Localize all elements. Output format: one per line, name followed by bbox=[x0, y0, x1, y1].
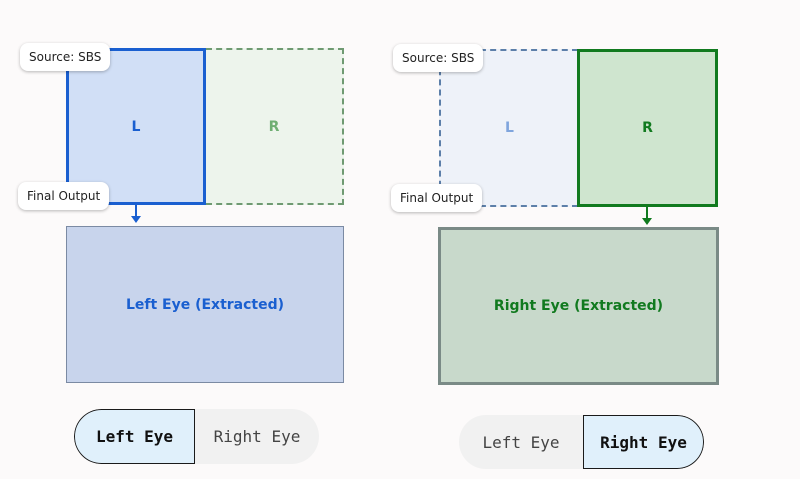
right-eye-toggle: Left Eye Right Eye bbox=[459, 415, 704, 469]
right-panel-output-label: Right Eye (Extracted) bbox=[493, 298, 664, 314]
left-eye-toggle: Left Eye Right Eye bbox=[74, 409, 319, 464]
right-panel-output-box: Right Eye (Extracted) bbox=[438, 227, 719, 385]
left-toggle-right-eye-option[interactable]: Right Eye bbox=[213, 427, 301, 446]
right-toggle-left-eye-option[interactable]: Left Eye bbox=[482, 432, 560, 452]
right-panel-output-tag: Final Output bbox=[391, 184, 483, 212]
left-panel-half-r-label: R bbox=[268, 118, 280, 135]
left-panel-half-l-label: L bbox=[131, 118, 141, 135]
left-toggle-left-eye-option[interactable]: Left Eye bbox=[74, 409, 195, 464]
left-panel-output-box: Left Eye (Extracted) bbox=[66, 226, 344, 383]
right-panel-source-left-half: L bbox=[439, 49, 578, 207]
left-panel-source-right-half: R bbox=[206, 48, 344, 205]
right-panel-half-r-label: R bbox=[642, 120, 653, 136]
right-panel-source-tag: Source: SBS bbox=[393, 44, 484, 72]
left-panel-output-label: Left Eye (Extracted) bbox=[125, 296, 285, 313]
right-panel-half-l-label: L bbox=[505, 120, 514, 136]
right-panel-source-right-half: R bbox=[577, 49, 718, 207]
left-panel-output-tag: Final Output bbox=[18, 182, 110, 210]
left-panel-arrow-icon bbox=[131, 204, 141, 223]
right-panel-arrow-icon bbox=[642, 206, 652, 225]
right-toggle-right-eye-option[interactable]: Right Eye bbox=[583, 415, 704, 469]
left-panel-source-tag: Source: SBS bbox=[20, 43, 111, 71]
left-panel-source-left-half: L bbox=[66, 48, 206, 205]
